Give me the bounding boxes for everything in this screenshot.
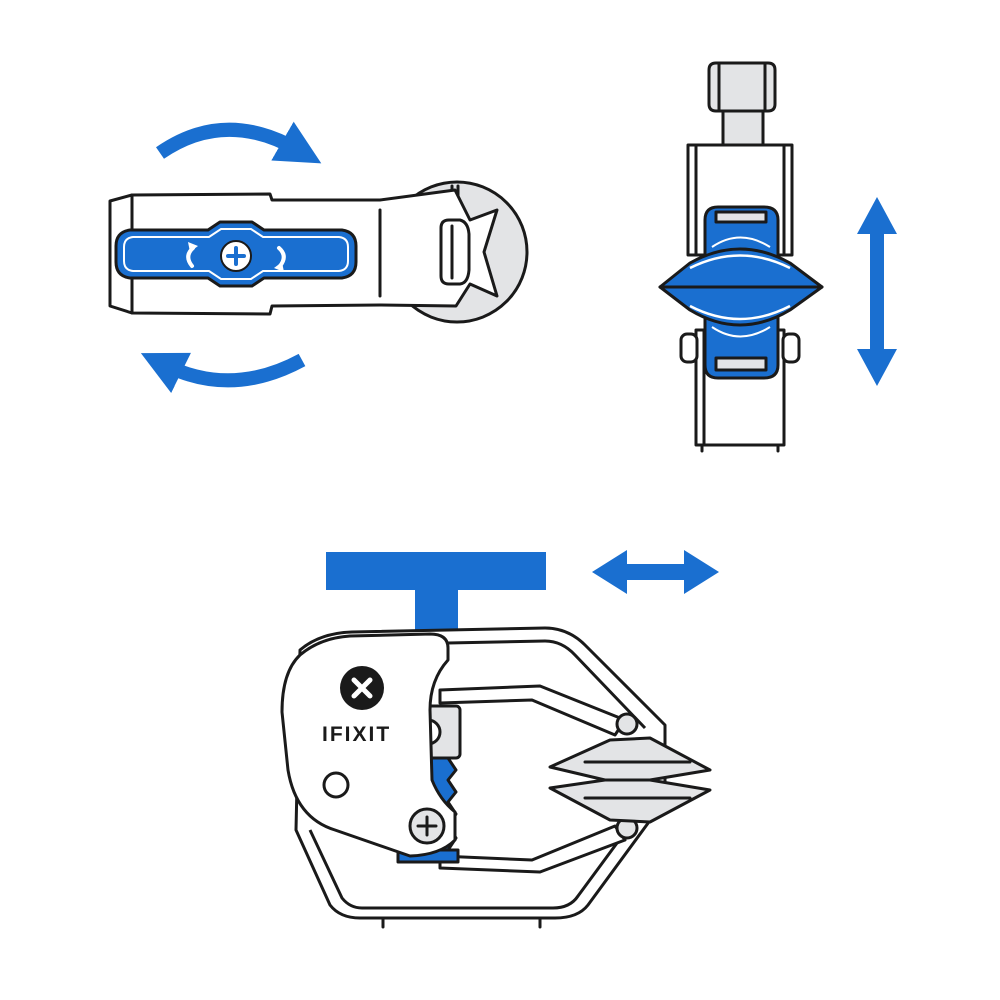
clamp-arms: [438, 684, 639, 874]
phillips-screw-icon: [220, 240, 252, 272]
brand-name: IFIXIT: [322, 723, 391, 746]
pivot-hole: [322, 771, 350, 799]
jaw-assembly: [658, 205, 824, 380]
rotate-counterclockwise-arrow-icon: [186, 242, 198, 268]
adjustment-knob: [707, 61, 777, 150]
t-handle: [326, 552, 546, 635]
rotate-counterclockwise-arrow-icon: [140, 352, 306, 394]
x-circle-icon: [340, 666, 384, 710]
rotate-clockwise-arrow-icon: [156, 121, 322, 164]
handle-rotation-view: [108, 121, 529, 394]
phillips-screw-icon: [408, 807, 446, 845]
suction-jaws: [548, 736, 712, 824]
rotate-clockwise-arrow-icon: [274, 246, 286, 272]
clamp-body-plate: [280, 632, 457, 858]
clamp-side-view: [658, 61, 897, 453]
double-arrow-horizontal-icon: [592, 550, 719, 594]
double-arrow-vertical-icon: [857, 197, 897, 386]
handle-grip-pad: [114, 220, 358, 288]
clamp-front-view: IFIXIT: [280, 550, 719, 929]
